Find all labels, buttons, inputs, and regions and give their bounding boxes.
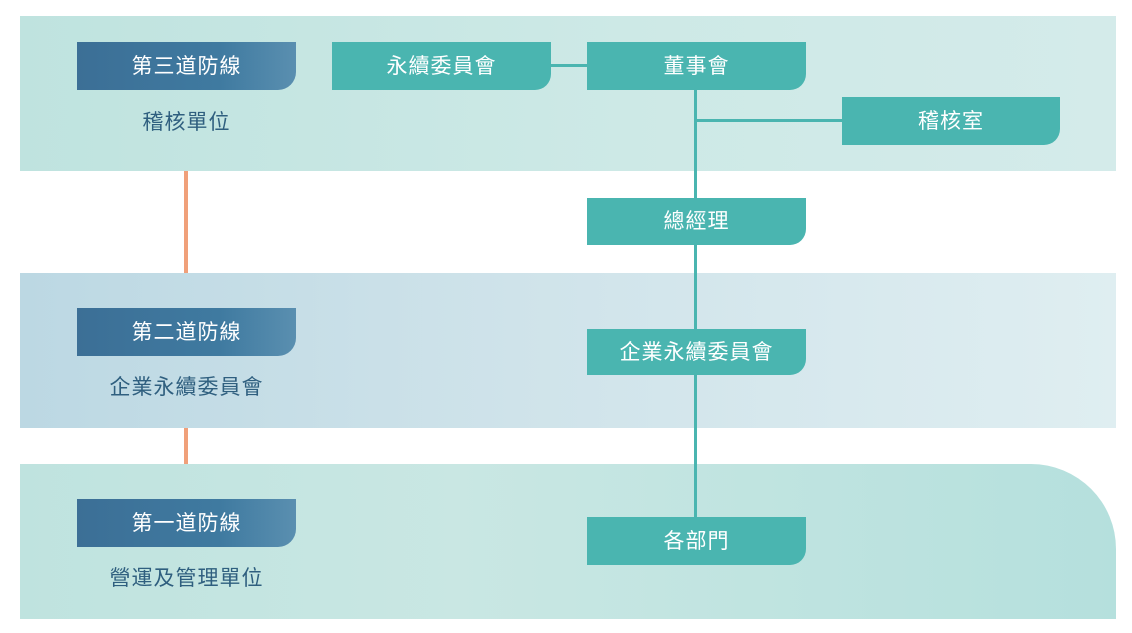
first-line-tag: 第一道防線 <box>77 499 296 547</box>
audit-office-box: 稽核室 <box>842 97 1060 145</box>
corporate-sustainability-committee-box: 企業永續委員會 <box>587 329 806 375</box>
departments-box: 各部門 <box>587 517 806 565</box>
line-connector-bottom <box>184 428 188 464</box>
first-line-label: 營運及管理單位 <box>109 566 264 590</box>
board-gm-connector <box>694 90 697 200</box>
board-audit-connector <box>694 119 844 122</box>
committee-departments-connector <box>694 374 697 517</box>
third-line-label: 稽核單位 <box>142 110 231 134</box>
gm-committee-connector <box>694 245 697 329</box>
line-connector-top <box>184 171 188 273</box>
third-line-band <box>20 16 1116 171</box>
second-line-label: 企業永續委員會 <box>109 375 264 399</box>
second-line-tag: 第二道防線 <box>77 308 296 356</box>
sustainability-committee-box: 永續委員會 <box>332 42 551 90</box>
board-box: 董事會 <box>587 42 806 90</box>
third-line-tag: 第三道防線 <box>77 42 296 90</box>
committee-board-connector <box>549 64 589 67</box>
general-manager-box: 總經理 <box>587 198 806 245</box>
